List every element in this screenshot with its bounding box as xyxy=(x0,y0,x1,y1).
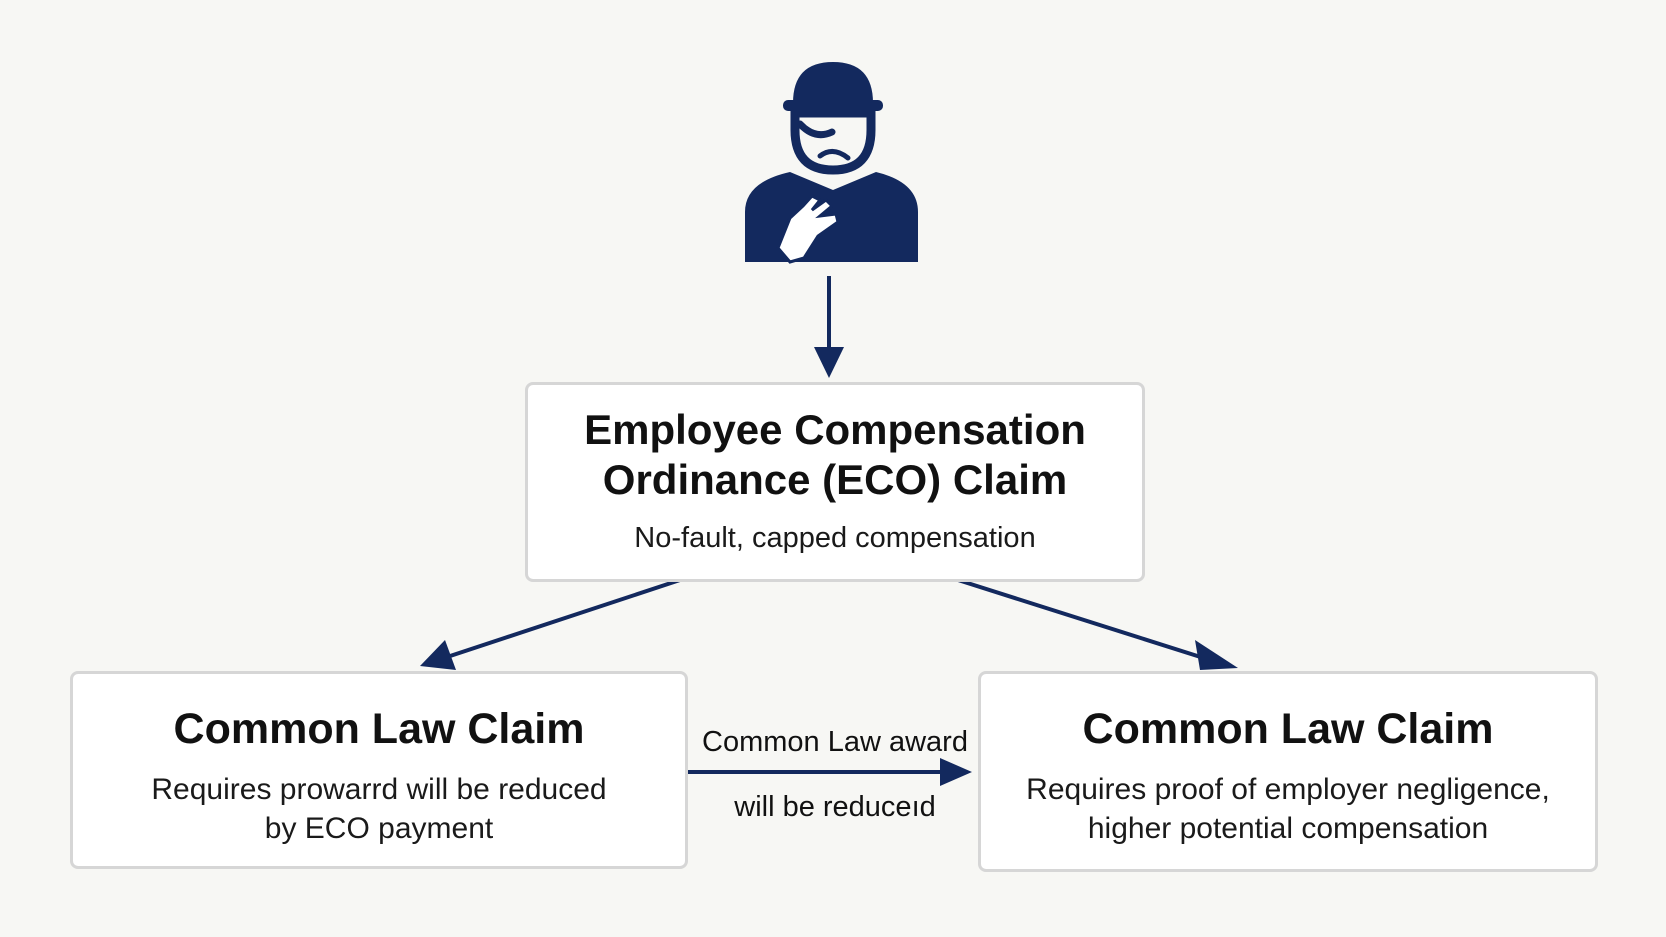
left-common-law-box: Common Law Claim Requires prowarrd will … xyxy=(70,671,688,869)
right-box-desc-line1: Requires proof of employer negligence, xyxy=(1026,772,1550,806)
arrowhead-eco-to-left xyxy=(420,640,456,670)
eco-claim-box: Employee Compensation Ordinance (ECO) Cl… xyxy=(525,382,1145,582)
right-box-desc-line2: higher potential compensation xyxy=(1087,811,1489,845)
left-box-title: Common Law Claim xyxy=(173,705,585,753)
right-box-title: Common Law Claim xyxy=(1082,705,1494,753)
left-box-desc-line1: Requires prowarrd will be reduced xyxy=(151,772,607,806)
left-box-desc: Requires prowarrd will be reduced by ECO… xyxy=(73,770,685,848)
injured-worker-icon xyxy=(745,62,918,264)
arrowhead-worker-to-eco xyxy=(814,347,844,378)
arrow-eco-to-right xyxy=(957,578,1211,662)
arrow-eco-to-left xyxy=(437,578,681,662)
eco-title-line2: Ordinance (ECO) Claim xyxy=(602,456,1068,504)
right-box-desc: Requires proof of employer negligence, h… xyxy=(981,770,1595,848)
eco-subtitle: No-fault, capped compensation xyxy=(634,521,1036,554)
eco-title-line1: Employee Compensation xyxy=(584,406,1086,453)
right-common-law-box: Common Law Claim Requires proof of emplo… xyxy=(978,671,1598,872)
left-box-desc-line2: by ECO payment xyxy=(264,811,494,845)
arrowhead-eco-to-right xyxy=(1195,640,1238,670)
connector-label-line1: Common Law award xyxy=(702,726,968,758)
connector-label-line2: will be reduceıd xyxy=(734,791,936,823)
arrowhead-left-to-right xyxy=(940,758,972,786)
